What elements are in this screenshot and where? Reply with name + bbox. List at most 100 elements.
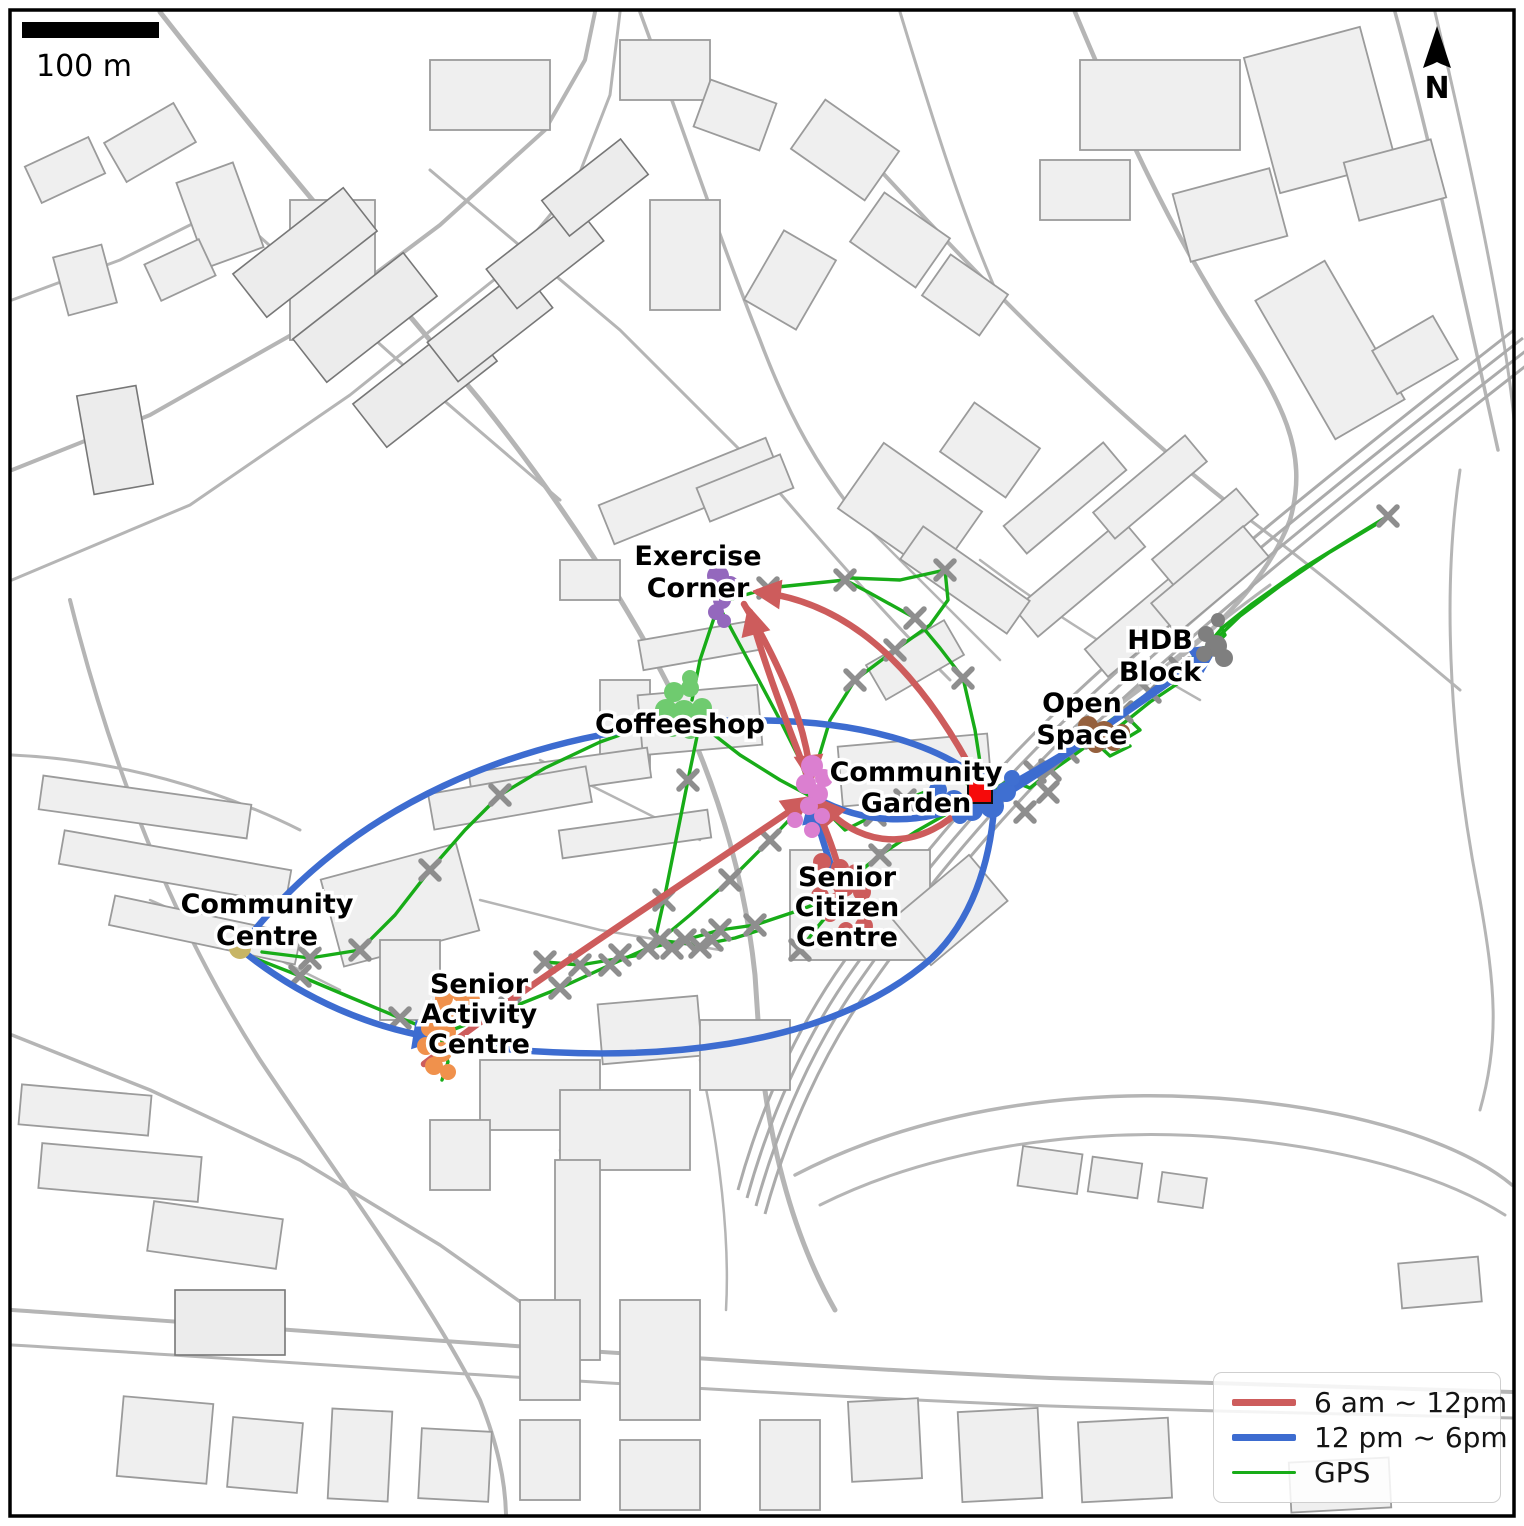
location-dot-senior-citizen-centre bbox=[817, 871, 835, 889]
gps-x-marker bbox=[488, 783, 512, 807]
location-dot-senior-citizen-centre bbox=[855, 917, 873, 935]
location-dot-exercise-corner bbox=[721, 576, 739, 594]
gps-x-marker bbox=[388, 1006, 412, 1030]
location-dot-hdb-block bbox=[1215, 649, 1233, 667]
gps-x-marker bbox=[843, 668, 867, 692]
location-dots-layer bbox=[229, 565, 1233, 1080]
location-dot-senior-citizen-centre bbox=[813, 853, 831, 871]
location-dot-community-garden bbox=[800, 797, 818, 815]
gps-x-marker bbox=[951, 666, 975, 690]
home-stay-dot bbox=[941, 765, 955, 779]
location-dot-community-garden bbox=[801, 755, 823, 777]
location-dot-open-space bbox=[1114, 724, 1130, 740]
location-dot-senior-citizen-centre bbox=[833, 875, 855, 897]
gps-track bbox=[848, 568, 947, 582]
home-stay-dot bbox=[918, 793, 932, 807]
location-dot-senior-activity-centre bbox=[442, 1006, 462, 1026]
location-dot-senior-citizen-centre bbox=[847, 899, 865, 917]
gps-x-marker bbox=[648, 928, 672, 952]
gps-x-marker bbox=[533, 950, 557, 974]
legend-swatch bbox=[1232, 1434, 1296, 1441]
location-dot-senior-citizen-centre bbox=[831, 859, 849, 877]
legend-label: 6 am ~ 12pm bbox=[1314, 1386, 1508, 1419]
gps-x-marker bbox=[288, 964, 312, 988]
scale-bar-label: 100 m bbox=[36, 49, 132, 84]
location-dot-senior-citizen-centre bbox=[822, 906, 838, 922]
gps-x-marker bbox=[298, 946, 322, 970]
home-square-marker bbox=[967, 778, 993, 804]
gps-x-marker bbox=[1013, 800, 1037, 824]
gps-x-marker bbox=[636, 936, 660, 960]
home-stay-dot bbox=[996, 782, 1016, 802]
location-dot-open-space bbox=[1078, 716, 1098, 736]
location-dot-community-garden bbox=[814, 808, 830, 824]
gps-x-marker bbox=[348, 938, 372, 962]
gps-x-marker bbox=[548, 976, 572, 1000]
home-stay-dot bbox=[944, 790, 964, 810]
gps-x-marker bbox=[676, 768, 700, 792]
location-dot-senior-citizen-centre bbox=[853, 883, 871, 901]
location-dot-community-centre bbox=[229, 937, 251, 959]
location-dot-hdb-block bbox=[1211, 613, 1225, 627]
legend-item: 6 am ~ 12pm bbox=[1232, 1386, 1507, 1419]
location-dot-coffeeshop bbox=[663, 719, 681, 737]
location-dot-coffeeshop bbox=[664, 682, 684, 702]
gps-track bbox=[653, 720, 702, 942]
legend-swatch bbox=[1232, 1470, 1296, 1475]
location-dot-senior-activity-centre bbox=[458, 1004, 474, 1020]
location-dot-coffeeshop bbox=[681, 721, 699, 739]
gps-track bbox=[693, 718, 810, 797]
location-dot-community-garden bbox=[787, 812, 803, 828]
gps-x-marker bbox=[660, 936, 684, 960]
location-dot-senior-activity-centre bbox=[417, 1037, 435, 1055]
trip-path-afternoon bbox=[454, 804, 998, 1057]
location-dot-coffeeshop bbox=[672, 700, 696, 724]
location-dot-senior-citizen-centre bbox=[811, 887, 829, 905]
trip-path-morning bbox=[815, 796, 968, 843]
gps-x-marker bbox=[1376, 504, 1400, 528]
location-dot-senior-activity-centre bbox=[425, 1057, 443, 1075]
location-dot-senior-activity-centre bbox=[421, 1019, 439, 1037]
scale-bar: 100 m bbox=[22, 22, 159, 84]
gps-x-marker bbox=[673, 928, 697, 952]
location-dot-senior-citizen-centre bbox=[838, 922, 854, 938]
morning-trips-layer bbox=[420, 579, 978, 1068]
north-arrow-label: N bbox=[1424, 71, 1449, 106]
location-dot-senior-activity-centre bbox=[440, 1064, 456, 1080]
gps-x-marker bbox=[718, 868, 742, 892]
location-dot-community-garden bbox=[804, 822, 820, 838]
gps-x-marker bbox=[743, 913, 767, 937]
map-frame bbox=[8, 8, 1516, 1518]
trip-path-morning bbox=[420, 796, 812, 1068]
trip-path-morning bbox=[751, 579, 978, 778]
gps-track bbox=[1213, 520, 1382, 642]
gps-x-marker bbox=[788, 938, 812, 962]
location-dot-exercise-corner bbox=[717, 614, 731, 628]
location-dot-community-garden bbox=[815, 769, 833, 787]
home-stay-dot bbox=[1004, 770, 1020, 786]
gps-x-marker bbox=[758, 828, 782, 852]
location-dot-senior-activity-centre bbox=[436, 1022, 456, 1042]
gps-x-marker bbox=[933, 558, 957, 582]
gps-track bbox=[260, 716, 670, 960]
location-dot-hdb-block bbox=[1196, 646, 1212, 662]
location-dot-coffeeshop bbox=[692, 698, 712, 718]
trip-path-afternoon bbox=[240, 948, 443, 1050]
home-stay-dot bbox=[929, 781, 947, 799]
gps-x-marker bbox=[868, 843, 892, 867]
location-dot-open-space bbox=[1087, 735, 1105, 753]
location-dot-senior-activity-centre bbox=[432, 1042, 452, 1062]
location-dot-senior-activity-centre bbox=[426, 1002, 446, 1022]
gps-x-marker bbox=[418, 858, 442, 882]
gps-x-marker bbox=[608, 943, 632, 967]
